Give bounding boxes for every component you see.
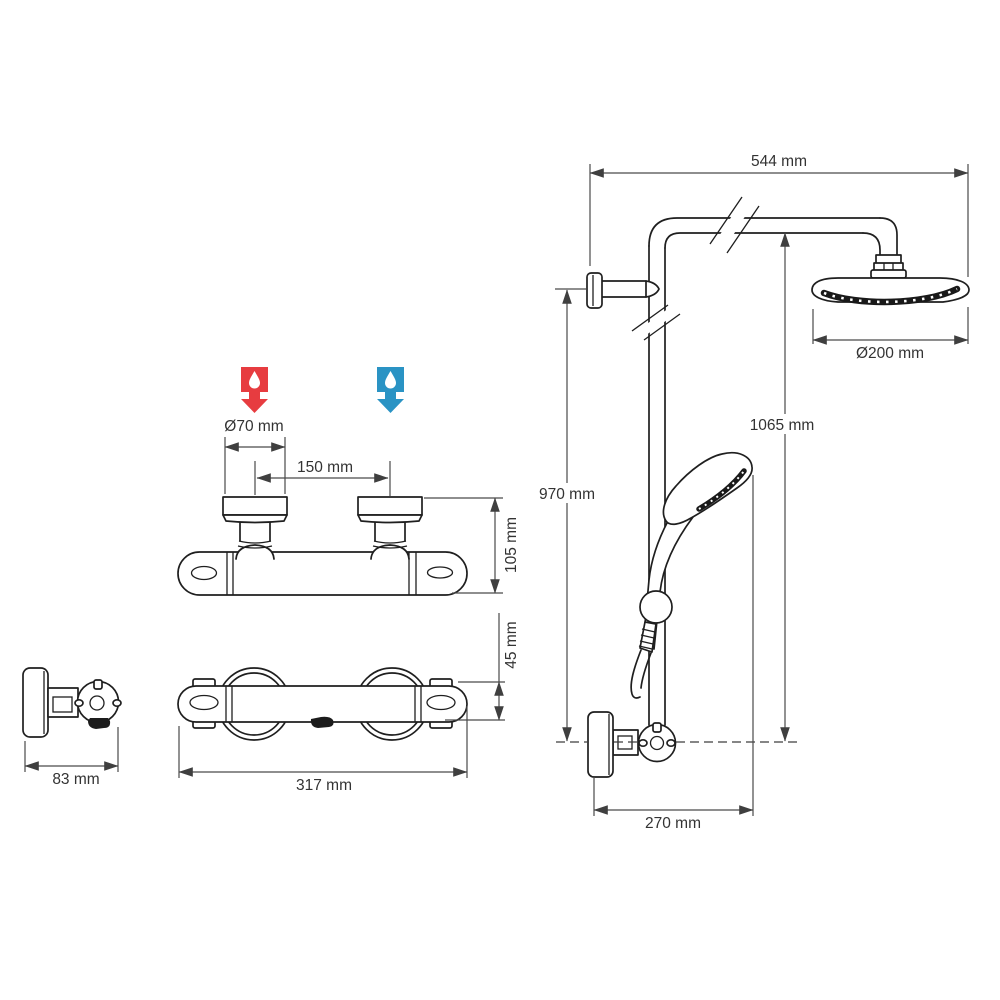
dim-150-label: 150 mm bbox=[297, 459, 353, 476]
bottom-wall-flange bbox=[587, 711, 614, 778]
dim-150: 150 mm bbox=[254, 459, 391, 496]
inlet-connector-left bbox=[222, 496, 288, 560]
pipe-break-riser bbox=[631, 304, 681, 341]
diverter-lever bbox=[310, 716, 334, 728]
wall-flange bbox=[586, 272, 603, 309]
dim-45-label: 45 mm bbox=[503, 621, 520, 668]
dim-1065-label: 1065 mm bbox=[750, 417, 815, 434]
dim-83-label: 83 mm bbox=[52, 771, 99, 788]
mounting-slot bbox=[426, 694, 456, 711]
wall-elbow bbox=[586, 272, 660, 309]
water-drop-icon bbox=[249, 371, 260, 389]
head-mount-plate bbox=[870, 269, 907, 279]
dim-200-label: Ø200 mm bbox=[856, 345, 924, 362]
valve-body-front bbox=[177, 685, 468, 723]
dim-70: Ø70 mm bbox=[224, 418, 286, 494]
mounting-slot bbox=[190, 565, 218, 581]
overhead-shower bbox=[811, 254, 970, 306]
hand-shower bbox=[630, 451, 753, 699]
shower-system-view: 544 mm Ø200 mm 1065 mm 970 mm 270 mm bbox=[535, 153, 970, 832]
mixer-front-view: 45 mm 317 mm bbox=[177, 613, 520, 794]
dim-70-label: Ø70 mm bbox=[224, 418, 283, 435]
rail-slider-holder bbox=[639, 590, 673, 624]
dim-83: 83 mm bbox=[24, 727, 119, 788]
dim-45: 45 mm bbox=[445, 613, 520, 721]
dim-270-label: 270 mm bbox=[645, 815, 701, 832]
lever-side-view bbox=[88, 718, 111, 729]
mixer-top-view: Ø70 mm 150 mm 105 mm bbox=[177, 367, 520, 596]
dim-105: 105 mm bbox=[424, 497, 520, 594]
dim-1065: 1065 mm bbox=[745, 232, 821, 742]
shower-head-nozzles bbox=[820, 285, 961, 306]
dim-200: Ø200 mm bbox=[812, 307, 969, 362]
dim-105-label: 105 mm bbox=[503, 517, 520, 573]
mixer-side-view: 83 mm bbox=[22, 667, 122, 788]
inlet-connector-right bbox=[357, 496, 423, 560]
cold-water-icon bbox=[377, 367, 404, 413]
valve-body-top bbox=[177, 551, 468, 596]
dim-317-label: 317 mm bbox=[296, 777, 352, 794]
hot-water-icon bbox=[241, 367, 268, 413]
dim-544-label: 544 mm bbox=[751, 153, 807, 170]
dim-544: 544 mm bbox=[589, 153, 969, 277]
bottom-valve-fixture bbox=[587, 711, 677, 778]
dim-970-label: 970 mm bbox=[539, 486, 595, 503]
mounting-slot bbox=[426, 566, 454, 579]
dim-317: 317 mm bbox=[178, 706, 468, 794]
pipe-break-top bbox=[709, 196, 760, 254]
dim-270: 270 mm bbox=[593, 475, 754, 832]
dim-970: 970 mm bbox=[535, 288, 600, 742]
shower-hose bbox=[630, 649, 642, 699]
mounting-slot bbox=[189, 694, 219, 711]
water-drop-icon bbox=[385, 371, 396, 389]
hand-shower-head bbox=[662, 451, 753, 526]
